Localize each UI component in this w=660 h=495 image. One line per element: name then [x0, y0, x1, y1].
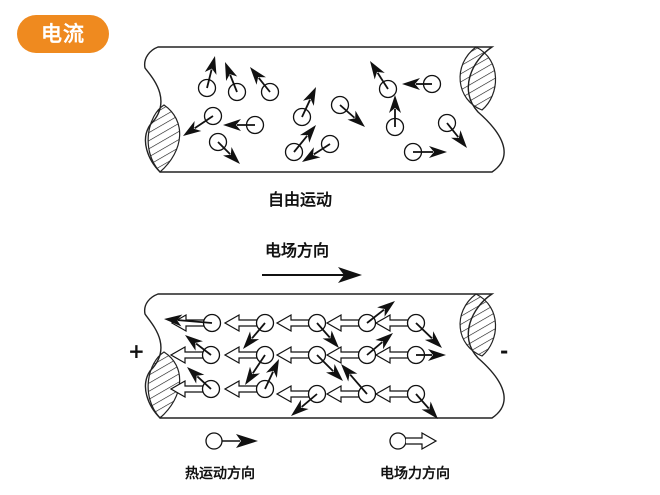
positive-terminal-sign: +: [128, 339, 145, 363]
electron: [227, 82, 247, 102]
electron: [320, 134, 340, 154]
legend-thermal-icon: [205, 432, 258, 450]
thermal-velocity-arrow: [223, 119, 255, 131]
thermal-velocity-arrow: [366, 333, 393, 356]
thermal-velocity-arrow: [187, 367, 212, 390]
negative-terminal-sign: -: [500, 339, 509, 363]
thermal-velocity-arrow: [316, 322, 339, 348]
thermal-velocity-arrow: [446, 122, 467, 148]
electron: [203, 106, 223, 126]
electron: [378, 79, 398, 99]
field-force-arrow: [223, 379, 257, 399]
field-force-arrow: [223, 345, 257, 365]
free-motion-caption: 自由运动: [268, 190, 333, 209]
thermal-velocity-arrow: [416, 349, 446, 361]
field-force-arrow: [325, 384, 359, 404]
thermal-velocity-arrow: [402, 78, 432, 90]
wire-cross-section-right: [459, 293, 497, 357]
wire-cross-section-right: [459, 46, 497, 111]
thermal-velocity-arrow: [250, 67, 271, 93]
drifting-electrons: [164, 301, 446, 419]
field-force-arrow: [275, 384, 309, 404]
field-direction-label: 电场方向: [265, 241, 330, 260]
legend-thermal-label: 热运动方向: [185, 466, 255, 482]
thermal-velocity-arrow: [339, 104, 365, 127]
thermal-velocity-arrow: [389, 95, 401, 127]
free-electrons: [183, 56, 467, 164]
section-title-badge: 电流: [17, 15, 109, 53]
electron: [437, 113, 457, 133]
thermal-velocity-arrow: [204, 56, 217, 89]
field-direction-arrow: [262, 267, 362, 283]
field-force-arrow: [374, 384, 408, 404]
thermal-velocity-arrow: [164, 314, 213, 327]
field-force-arrow: [275, 313, 309, 333]
thermal-velocity-arrow: [302, 143, 331, 162]
legend-force-label: 电场力方向: [380, 466, 450, 482]
thermal-velocity-arrow: [245, 354, 266, 385]
thermal-velocity-arrow: [370, 61, 389, 90]
thermal-velocity-arrow: [415, 393, 438, 419]
wire-field-motion: [143, 293, 505, 419]
electron: [292, 107, 312, 127]
field-force-arrow: [223, 313, 257, 333]
electron: [197, 78, 217, 98]
wire-cross-section-left: [147, 351, 181, 419]
wire-free-motion: [143, 46, 505, 173]
thermal-velocity-arrow: [185, 335, 212, 356]
field-force-arrow: [374, 345, 408, 365]
thermal-velocity-arrow: [415, 322, 442, 348]
thermal-velocity-arrow: [341, 364, 368, 395]
thermal-velocity-arrow: [225, 62, 238, 93]
thermal-velocity-arrow: [291, 393, 318, 416]
electron: [208, 132, 228, 152]
field-force-arrow: [275, 345, 309, 365]
thermal-velocity-arrow: [217, 141, 240, 164]
thermal-velocity-arrow: [301, 87, 316, 118]
field-force-arrow: [325, 345, 359, 365]
thermal-velocity-arrow: [243, 322, 266, 349]
electron: [330, 95, 350, 115]
wire-cross-section-left: [147, 104, 181, 173]
field-force-arrow: [169, 379, 203, 399]
electron: [260, 82, 280, 102]
electron: [284, 142, 304, 162]
field-force-arrow: [169, 345, 203, 365]
thermal-velocity-arrow: [293, 125, 316, 153]
thermal-velocity-arrow: [413, 146, 447, 158]
thermal-velocity-arrow: [264, 359, 279, 390]
thermal-velocity-arrow: [366, 301, 395, 324]
field-force-arrow: [374, 313, 408, 333]
field-force-arrow: [325, 313, 359, 333]
legend-force-icon: [389, 431, 438, 451]
thermal-velocity-arrow: [316, 354, 343, 381]
thermal-velocity-arrow: [183, 115, 214, 136]
